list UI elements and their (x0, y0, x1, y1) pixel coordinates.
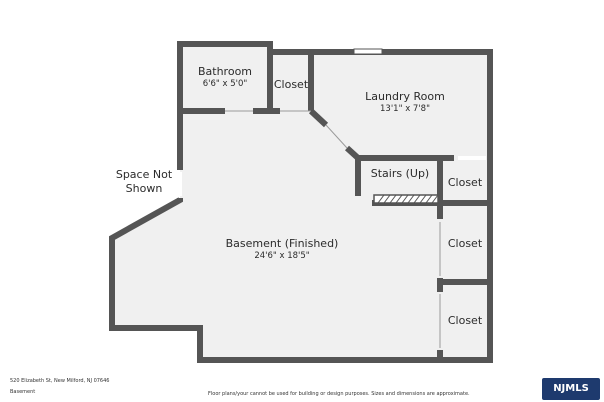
label-space-not-shown-1: Space Not (115, 168, 173, 181)
label-closet-right-2: Closet (447, 237, 483, 250)
label-closet-right-3: Closet (447, 314, 483, 327)
footer-address: 520 Elizabeth St, New Milford, NJ 07646 (10, 378, 110, 384)
dims-basement: 24'6" x 18'5" (254, 251, 310, 261)
footer-disclaimer: Floor plans/your cannot be used for buil… (208, 391, 470, 397)
window-laundry (353, 48, 383, 55)
dims-bathroom: 6'6" x 5'0" (202, 79, 248, 89)
label-space-not-shown-2: Shown (125, 182, 163, 195)
footer-level: Basement (10, 389, 36, 395)
stairs-hatch (373, 194, 439, 204)
label-closet-right-1: Closet (447, 176, 483, 189)
floor-area (112, 44, 490, 360)
door-openings (225, 110, 441, 348)
label-closet-top: Closet (273, 78, 309, 91)
label-basement: Basement (Finished) (225, 237, 339, 250)
label-laundry-room: Laundry Room (365, 90, 445, 103)
logo-text: NJMLS (553, 383, 589, 394)
dims-laundry-room: 13'1" x 7'8" (380, 104, 430, 114)
njmls-logo: NJMLS (542, 378, 600, 400)
label-bathroom: Bathroom (197, 65, 253, 78)
label-stairs: Stairs (Up) (370, 167, 430, 180)
